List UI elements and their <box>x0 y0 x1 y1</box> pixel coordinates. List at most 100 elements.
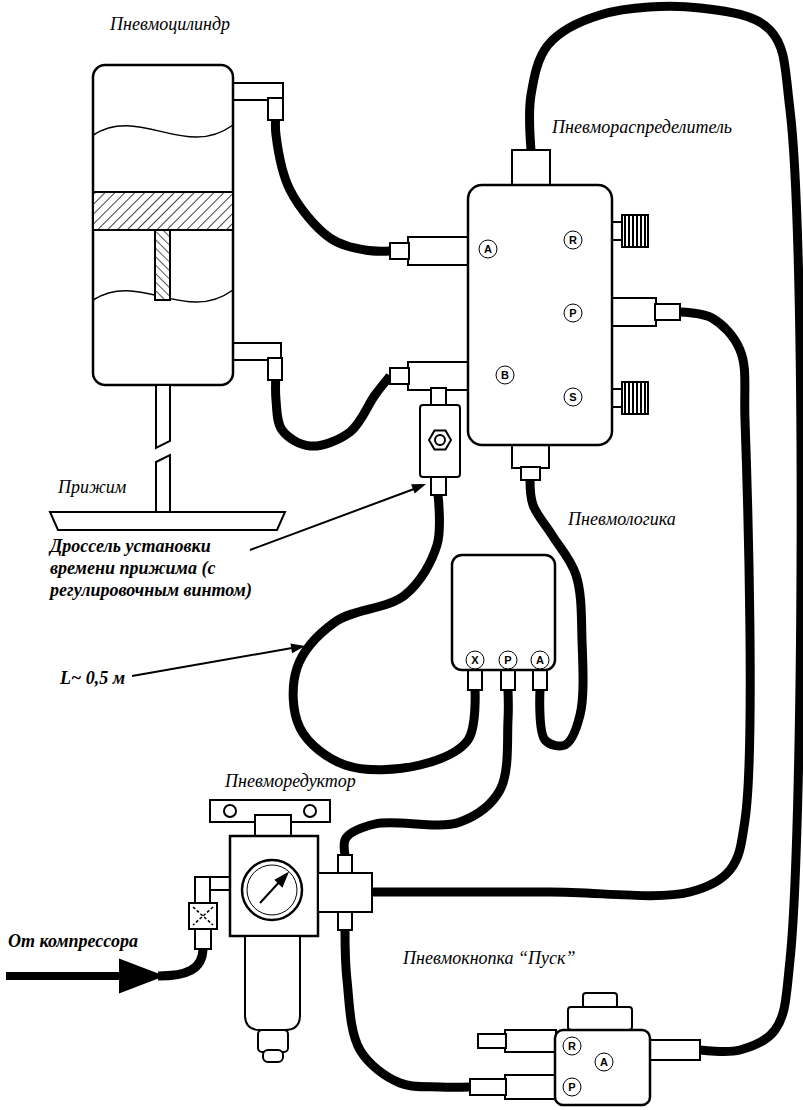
regulator-drawing <box>189 800 372 1062</box>
regulator-drawing <box>195 929 211 949</box>
air-hose <box>344 690 508 855</box>
button-drawing <box>470 1079 506 1095</box>
pressure-regulator: Пневморедуктор <box>188 855 372 930</box>
regulator-drawing <box>255 815 291 838</box>
regulator-drawing <box>230 836 318 936</box>
air-hose <box>293 495 475 770</box>
button-drawing <box>478 1034 506 1048</box>
button-drawing <box>568 1007 632 1030</box>
throttle-valve: Дроссель установки времени прижима (с ре… <box>420 385 460 495</box>
regulator-drawing <box>247 865 297 915</box>
compressor-inlet <box>158 948 203 976</box>
valve-drawing <box>390 150 680 480</box>
logic-drawing <box>452 555 555 670</box>
port-letter: X <box>466 651 485 670</box>
logic-drawing <box>533 669 547 690</box>
inlet-label: От компрессора <box>8 930 138 952</box>
cylinder-drawing <box>93 192 233 230</box>
component-title: Пневмологика <box>568 508 676 530</box>
clamp-drawing <box>156 455 170 512</box>
throttle-drawing <box>420 388 460 495</box>
button-drawing <box>505 1075 556 1099</box>
valve-drawing <box>408 362 469 390</box>
component-title: Пневмоцилиндр <box>110 13 230 35</box>
cylinder-drawing <box>268 358 282 380</box>
button-drawing <box>649 1040 700 1060</box>
valve-drawing <box>390 243 409 259</box>
clamp-drawing <box>50 512 285 530</box>
logic-drawing <box>452 555 555 690</box>
throttle-drawing <box>431 388 446 406</box>
regulator-drawing <box>338 855 352 874</box>
valve-drawing <box>468 185 612 445</box>
clamp-drawing <box>156 385 170 448</box>
port-letter: A <box>531 651 550 670</box>
cylinder-drawing <box>93 65 283 385</box>
valve-drawing <box>390 368 409 384</box>
port-letter: R <box>563 1037 582 1056</box>
port-letter: P <box>563 1078 582 1097</box>
compressor-inlet <box>6 972 128 980</box>
port-letter: A <box>595 1053 614 1072</box>
compressor-inlet <box>6 948 203 992</box>
button-drawing <box>555 1030 650 1105</box>
throttle-drawing <box>420 405 460 477</box>
directional-valve: ПневмораспределительARPBS <box>390 150 680 480</box>
regulator-drawing <box>245 936 300 1030</box>
throttle-drawing <box>435 435 445 445</box>
cylinder-drawing <box>268 98 283 120</box>
dimension-label: L~ 0,5 м <box>60 667 125 689</box>
valve-drawing <box>655 304 680 320</box>
start-button: Пневмокнопка “Пуск”RAP <box>470 990 700 1105</box>
valve-drawing <box>512 150 550 186</box>
leader-arrow <box>250 489 414 550</box>
pneumatic-logic: ПневмологикаXPA <box>452 555 555 690</box>
valve-drawing <box>611 298 656 326</box>
valve-drawing <box>622 215 648 247</box>
logic-drawing <box>468 669 482 690</box>
leader-arrow <box>132 648 292 676</box>
component-title: Пневмокнопка “Пуск” <box>403 947 575 969</box>
regulator-drawing <box>195 877 210 904</box>
regulator-drawing <box>189 903 217 929</box>
throttle-drawing <box>431 477 446 495</box>
button-drawing <box>583 993 617 1008</box>
button-drawing <box>505 1030 556 1052</box>
part-label: Прижим <box>58 476 126 498</box>
port-letter: P <box>564 304 583 323</box>
regulator-drawing <box>338 911 352 930</box>
regulator-drawing <box>318 873 372 912</box>
throttle-drawing <box>429 431 451 450</box>
air-hose <box>276 372 390 446</box>
cylinder-drawing <box>155 230 170 300</box>
valve-drawing <box>521 467 540 480</box>
compressor-inlet <box>120 960 162 992</box>
regulator-drawing <box>242 860 302 920</box>
component-title: Пневмораспределитель <box>552 116 732 138</box>
port-letter: P <box>499 651 518 670</box>
regulator-drawing <box>193 907 213 925</box>
regulator-drawing <box>258 1030 288 1052</box>
regulator-drawing <box>224 805 236 817</box>
regulator-drawing <box>304 805 316 817</box>
pneumatic-cylinder: Пневмоцилиндр <box>93 65 276 385</box>
port-letter: B <box>496 366 515 385</box>
port-letter: S <box>564 388 583 407</box>
button-drawing <box>470 993 700 1105</box>
leader-arrow <box>290 644 305 654</box>
air-hose <box>275 112 390 251</box>
valve-drawing <box>408 237 469 265</box>
logic-drawing <box>501 669 515 690</box>
valve-drawing <box>622 382 648 414</box>
regulator-drawing <box>263 1050 283 1062</box>
leader-arrow <box>411 484 426 494</box>
hose-group <box>275 6 801 1087</box>
regulator-drawing <box>276 874 287 886</box>
port-letter: A <box>479 240 498 259</box>
component-title: Дроссель установки времени прижима (с ре… <box>50 535 265 601</box>
cylinder-drawing <box>93 65 233 385</box>
valve-drawing <box>512 444 549 468</box>
cylinder-drawing <box>93 125 233 137</box>
